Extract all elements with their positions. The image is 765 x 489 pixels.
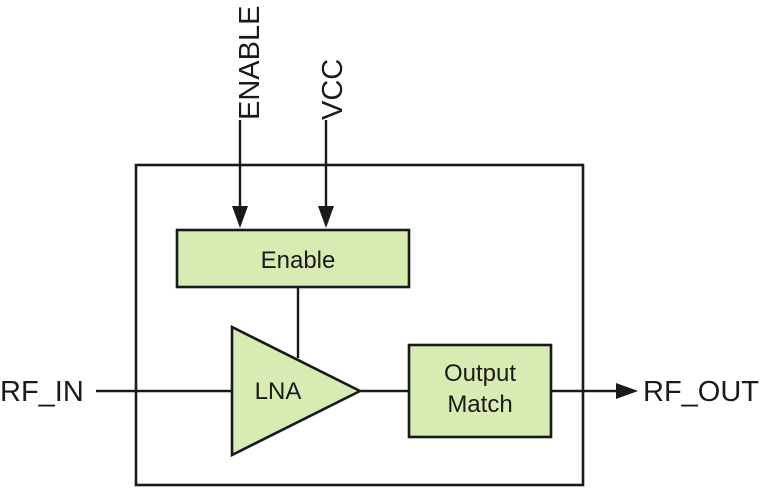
rf-out-arrowhead [616,383,638,399]
vcc-pin-label: VCC [317,59,349,120]
enable-arrowhead [232,206,248,228]
output-match-block [407,343,553,439]
output-match-label-line2: Match [447,391,512,418]
enable-pin-label: ENABLE [234,6,266,120]
enable-block-label: Enable [261,247,336,274]
output-match-label-line1: Output [444,360,516,387]
rf-in-label: RF_IN [0,376,84,408]
chip-boundary [134,163,585,487]
enable-block [175,228,411,289]
vcc-arrowhead [318,206,334,228]
lna-label: LNA [255,378,302,405]
rf-out-label: RF_OUT [643,376,759,408]
